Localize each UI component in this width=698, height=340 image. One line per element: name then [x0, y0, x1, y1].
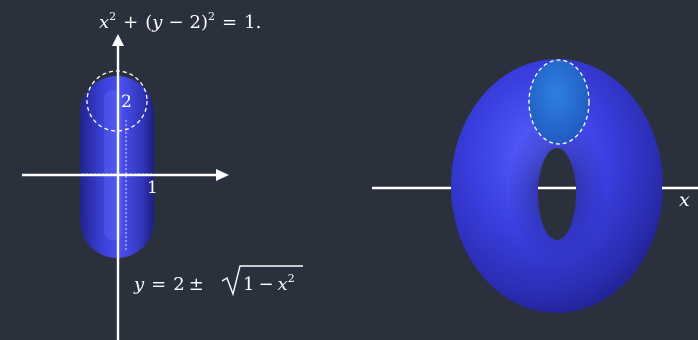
- circle-eq-y: y: [151, 12, 163, 33]
- curve-eq-plus-minus: ±: [189, 274, 204, 295]
- right-figure: x: [372, 59, 698, 313]
- curve-equation: y = 2±: [133, 274, 204, 295]
- curve-eq-y: y: [133, 274, 145, 295]
- circle-eq-x-exponent: 2: [109, 10, 116, 23]
- left-figure: 2 1 x2+(y−2)2=1. y=2± 1−x2: [22, 10, 303, 340]
- sqrt-radical-sign: [221, 265, 303, 297]
- curve-eq-x: x: [278, 274, 288, 295]
- radius-label: 1: [147, 178, 158, 198]
- circle-eq-close-paren: ): [201, 12, 208, 33]
- y-axis-arrowhead: [112, 34, 124, 46]
- circle-eq-rhs: 1.: [244, 12, 261, 33]
- sqrt-radicand: 1−x2: [243, 272, 295, 295]
- curve-eq-one: 1: [243, 274, 254, 295]
- curve-eq-two: 2: [173, 274, 184, 295]
- curve-eq-equals: =: [151, 274, 166, 295]
- torus-cross-section-disk: [528, 59, 590, 145]
- curve-eq-x-exponent: 2: [288, 272, 295, 285]
- circle-cross-section: [86, 70, 148, 132]
- torus-side-highlight: [104, 90, 122, 240]
- circle-eq-x: x: [99, 12, 109, 33]
- curve-eq-minus: −: [258, 274, 273, 295]
- circle-eq-plus: +: [123, 12, 138, 33]
- circle-eq-equals: =: [222, 12, 237, 33]
- right-axis-label: x: [679, 189, 690, 211]
- torus-hole: [538, 148, 576, 240]
- circle-eq-minus: −: [168, 12, 183, 33]
- circle-eq-open-paren: (: [145, 12, 152, 33]
- circle-eq-paren-exponent: 2: [208, 10, 215, 23]
- circle-eq-two: 2: [190, 12, 201, 33]
- circle-equation: x2+(y−2)2=1.: [99, 10, 261, 33]
- center-label: 2: [121, 92, 132, 112]
- x-axis-arrowhead: [216, 169, 229, 181]
